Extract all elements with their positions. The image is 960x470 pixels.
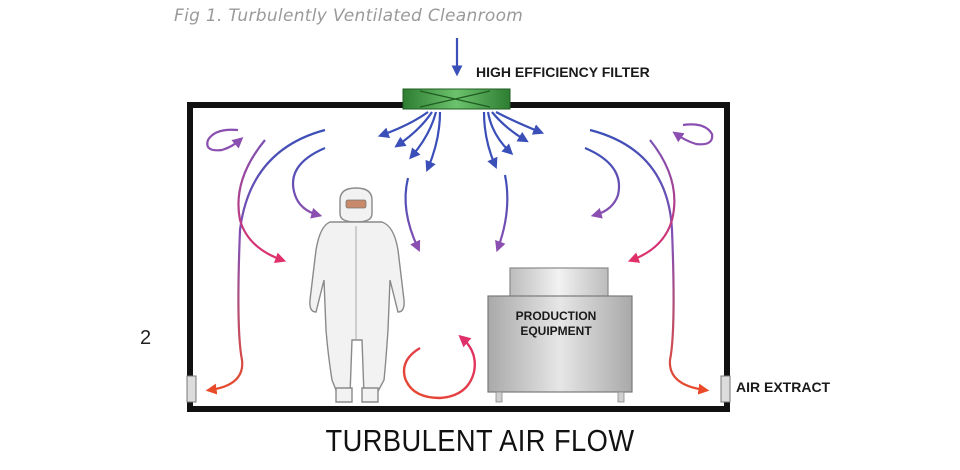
right-air-extract-vent — [720, 375, 731, 403]
right-mid-curl-arrow — [627, 139, 676, 263]
floor-eddy-arrow — [402, 334, 476, 400]
room-outline — [187, 102, 730, 412]
right-corner-eddy-arrow — [672, 123, 714, 146]
equipment-label: PRODUCTION EQUIPMENT — [488, 309, 624, 339]
page-number: 2 — [140, 327, 152, 349]
left-wall-return-arrow — [205, 128, 326, 395]
operator-goggles — [345, 199, 367, 209]
left-air-extract-vent — [186, 375, 197, 403]
operator-cleanroom-suit — [309, 187, 405, 403]
left-corner-eddy-arrow — [206, 128, 244, 152]
filter-outflow-arrows — [377, 111, 545, 173]
center-right-down-arrow — [495, 174, 509, 253]
right-wall-return-arrow — [589, 128, 710, 395]
figure-caption: Fig 1. Turbulently Ventilated Cleanroom — [174, 6, 524, 26]
filter-label: HIGH EFFICIENCY FILTER — [476, 64, 650, 80]
equipment-label-line1: PRODUCTION — [515, 309, 597, 323]
left-inner-curl-arrow — [291, 146, 326, 219]
right-inner-curl-arrow — [584, 146, 621, 219]
diagram-title: TURBULENT AIR FLOW — [325, 423, 635, 458]
center-left-down-arrow — [404, 177, 421, 252]
air-extract-label: AIR EXTRACT — [736, 379, 831, 395]
hepa-filter — [402, 88, 511, 110]
left-mid-curl-arrow — [237, 139, 287, 263]
production-equipment — [487, 267, 633, 403]
cleanroom-walls — [187, 102, 730, 412]
equipment-label-line2: EQUIPMENT — [520, 324, 592, 338]
